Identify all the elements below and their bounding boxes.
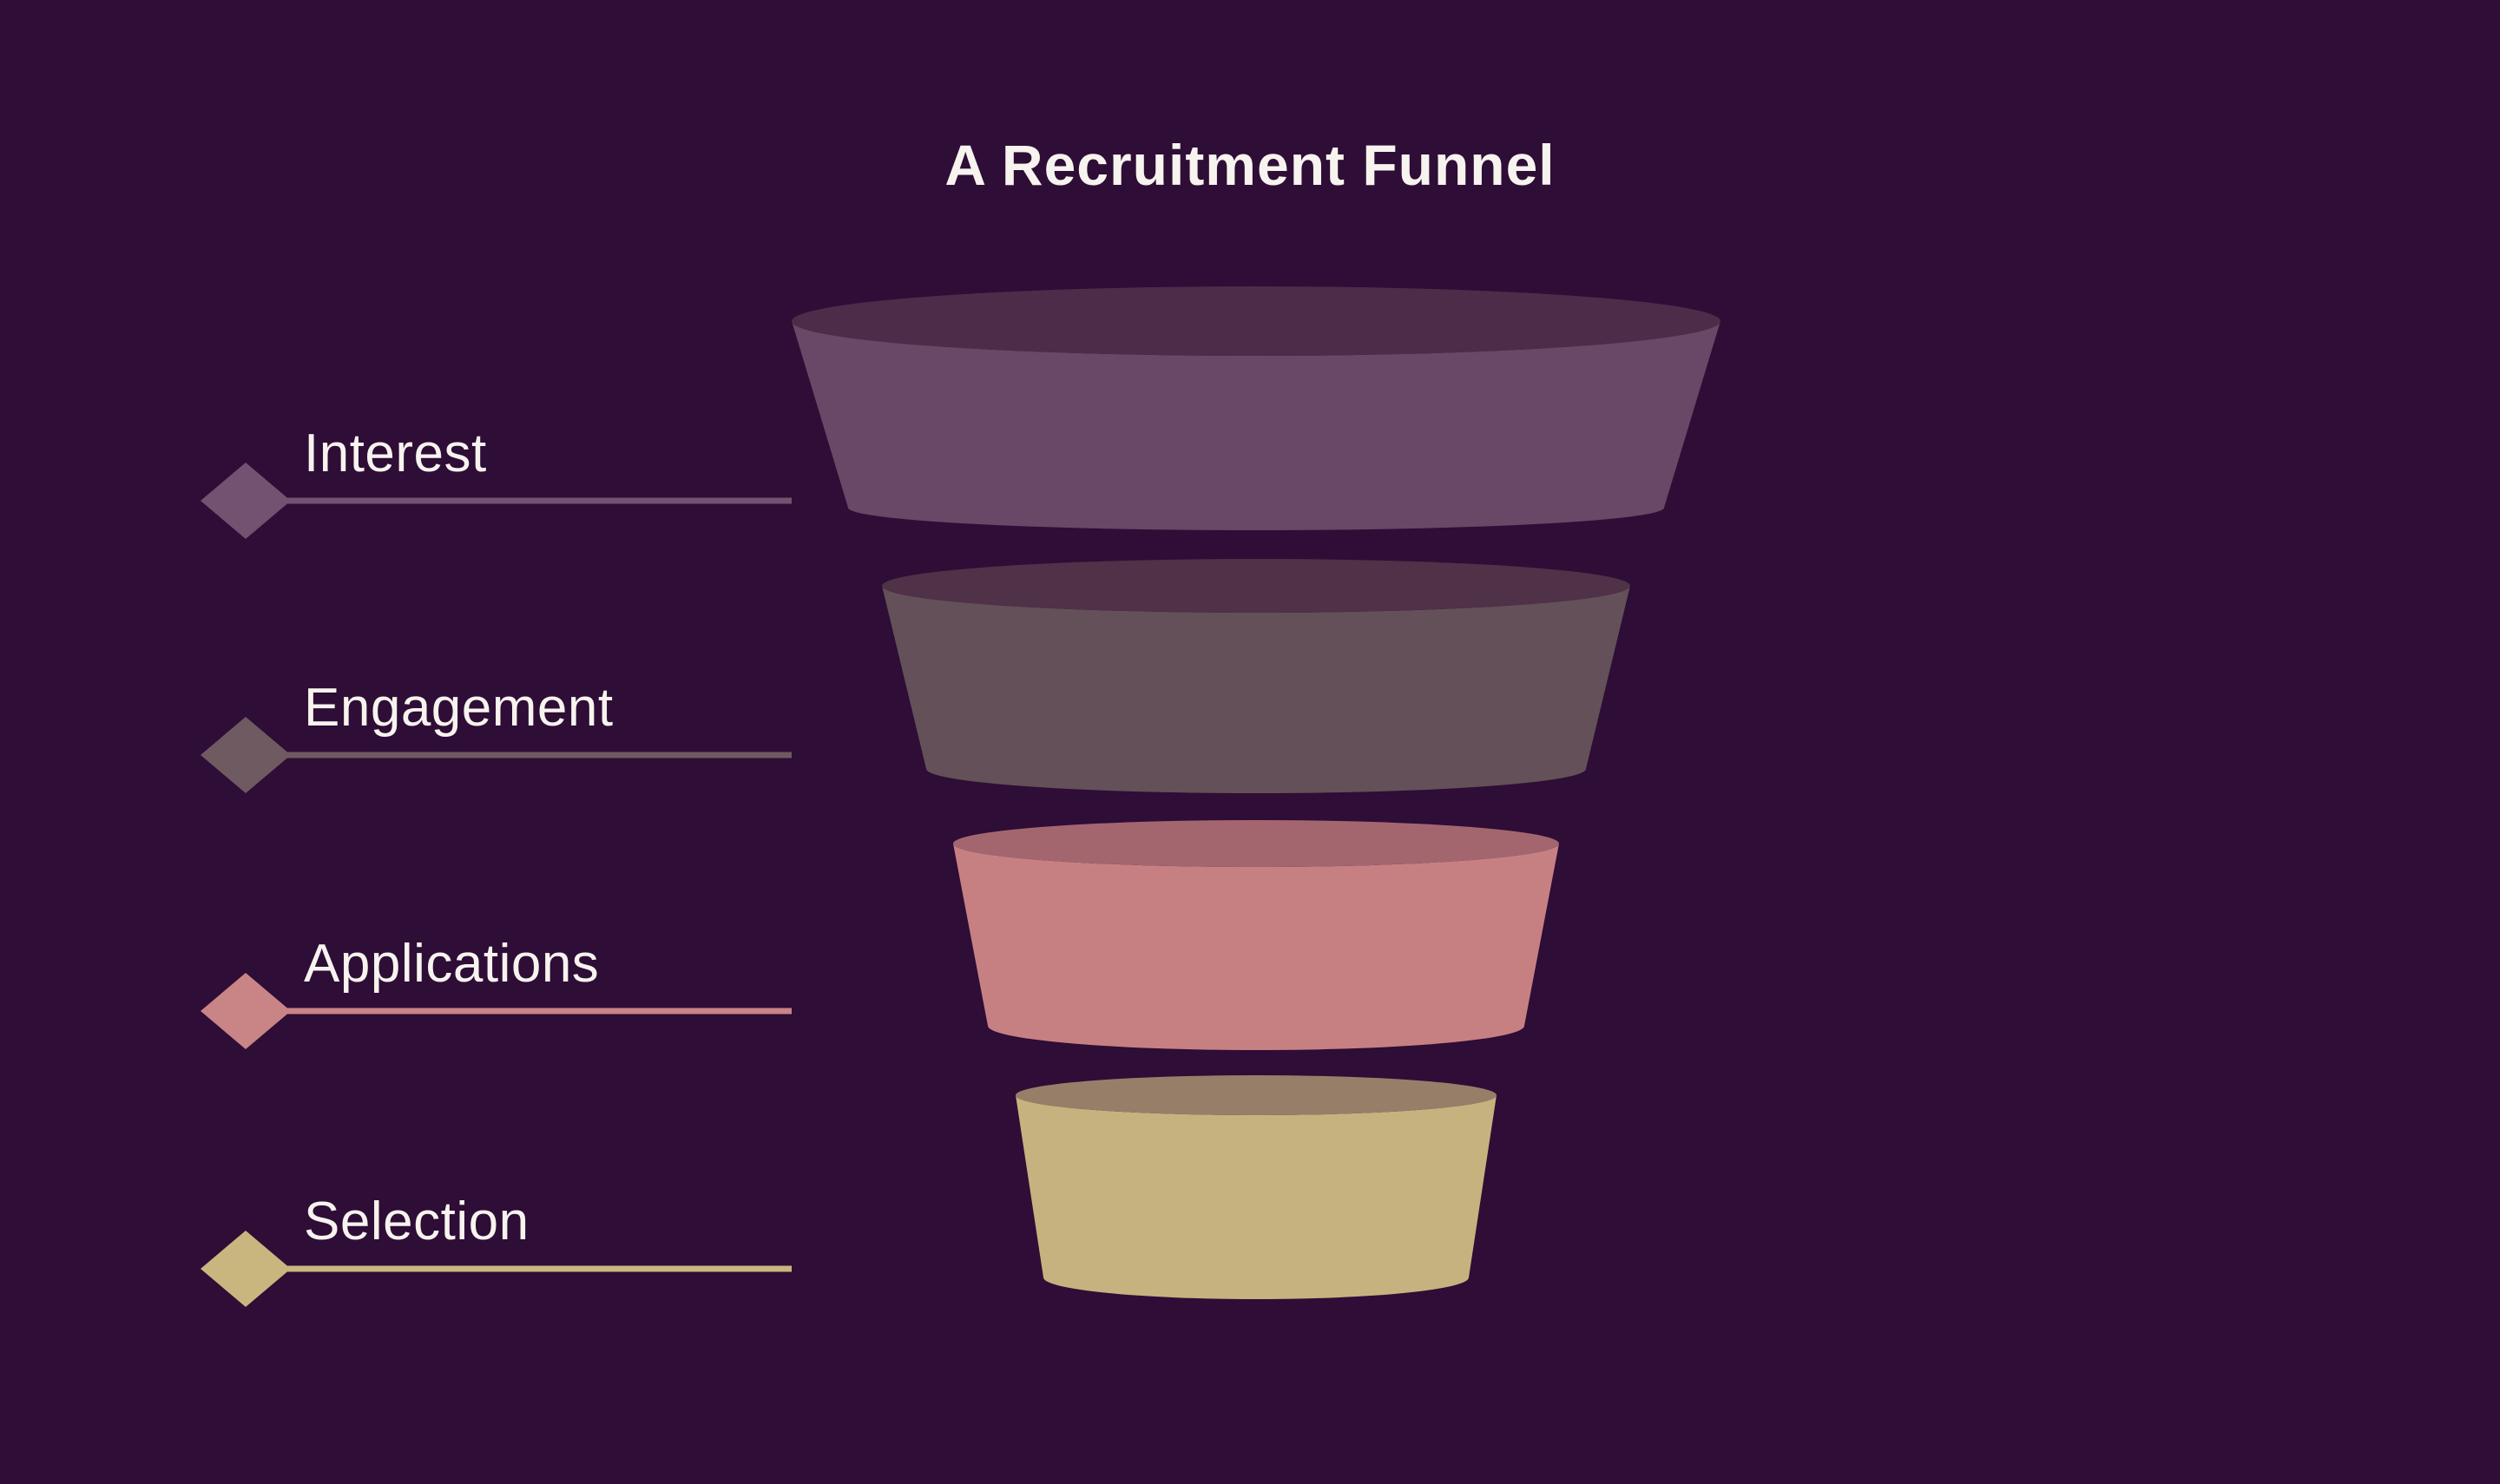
diamond-marker-icon bbox=[201, 973, 291, 1049]
stage-body bbox=[882, 586, 1630, 793]
stage-top-ellipse bbox=[882, 559, 1630, 613]
stage-top-ellipse bbox=[1016, 1075, 1497, 1115]
leader-line bbox=[246, 1008, 792, 1015]
stage-label-selection: Selection bbox=[304, 1192, 530, 1251]
diamond-marker-icon bbox=[201, 1231, 291, 1307]
stage-label-engagement: Engagement bbox=[304, 678, 614, 738]
funnel-stage-interest bbox=[201, 286, 1720, 539]
funnel-stage-applications bbox=[201, 820, 1559, 1050]
stage-body bbox=[953, 844, 1559, 1050]
diamond-marker-icon bbox=[201, 717, 291, 793]
stage-top-ellipse bbox=[792, 286, 1720, 356]
leader-line bbox=[246, 497, 792, 504]
funnel-stage-engagement bbox=[201, 559, 1630, 793]
leader-line bbox=[246, 752, 792, 758]
stage-label-applications: Applications bbox=[304, 934, 600, 994]
diamond-marker-icon bbox=[201, 463, 291, 539]
stage-body bbox=[792, 321, 1720, 530]
stage-body bbox=[1016, 1095, 1497, 1299]
funnel-stage-selection bbox=[201, 1075, 1497, 1307]
chart-title: A Recruitment Funnel bbox=[944, 133, 1556, 197]
stage-top-ellipse bbox=[953, 820, 1559, 867]
stage-label-interest: Interest bbox=[304, 424, 487, 483]
leader-line bbox=[246, 1265, 792, 1272]
